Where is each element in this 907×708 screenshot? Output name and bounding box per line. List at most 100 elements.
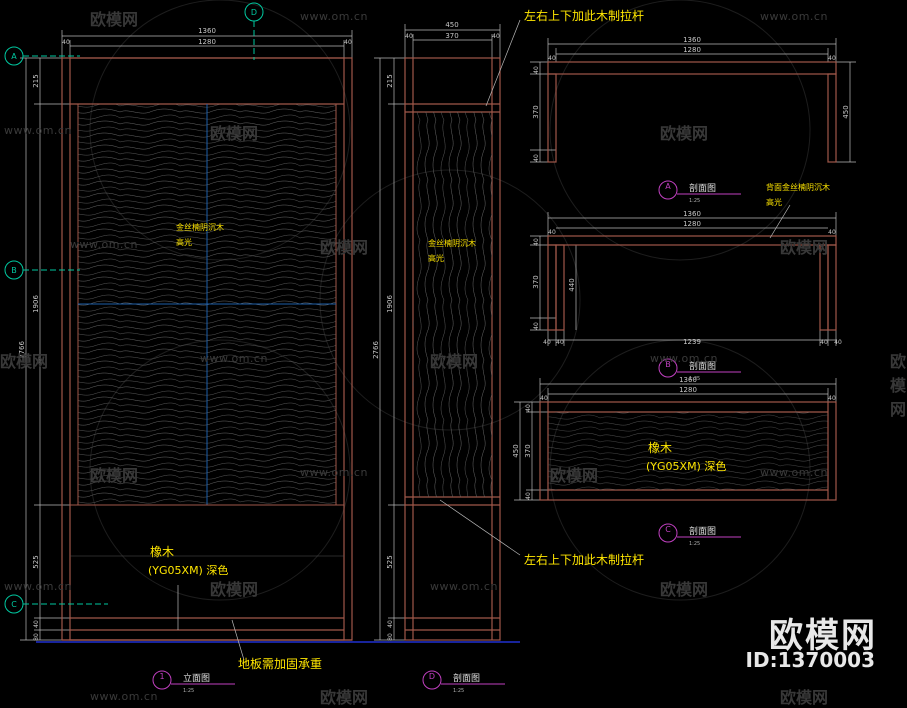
side-title: 剖面图 <box>453 672 480 684</box>
sec-b-scale: 1:25 <box>689 376 700 382</box>
watermark-logo: 欧模网 <box>660 580 709 599</box>
axis-markers <box>4 2 264 614</box>
brand-id: ID:1370003 <box>745 648 875 672</box>
sec-b-dim-edge-right: 40 <box>828 229 836 236</box>
watermark-url: www.om.cn <box>90 690 158 703</box>
side-dim-foot: 80 <box>387 633 394 641</box>
watermark-logo: 欧模网 <box>0 352 49 371</box>
watermark-logo: 欧模网 <box>90 10 139 29</box>
elev-panel-material: 金丝楠阴沉木 <box>176 222 224 232</box>
sec-a-dim-right: 450 <box>842 105 850 118</box>
section-c-view <box>514 378 837 501</box>
side-dim-inner-depth: 370 <box>445 32 458 40</box>
side-dim-panel: 1906 <box>386 295 394 313</box>
watermark-logo: 欧模网 <box>210 124 259 143</box>
sec-a-dim-total: 1360 <box>683 36 701 44</box>
side-title-number: D <box>429 672 435 681</box>
elev-dim-plinth: 40 <box>33 620 40 628</box>
watermark-logo: 欧模网 <box>90 466 139 485</box>
side-dim-edge-left: 40 <box>405 33 413 40</box>
side-rod-note-bottom: 左右上下加此木制拉杆 <box>524 552 644 567</box>
sec-b-dim-bottom-2: 40 <box>556 339 564 346</box>
elev-dim-inner-width: 1280 <box>198 38 216 46</box>
sec-c-dim-edge-left: 40 <box>540 395 548 402</box>
sec-b-dim-inner-height: 440 <box>568 278 576 291</box>
watermark-url: www.om.cn <box>70 238 138 251</box>
sec-c-dim-edge-right: 40 <box>828 395 836 402</box>
watermark-url: www.om.cn <box>4 124 72 137</box>
axis-marker-a: A <box>11 52 17 61</box>
sec-c-dim-total-height: 450 <box>512 444 520 457</box>
watermark-url: www.om.cn <box>650 352 718 365</box>
sec-b-dim-mid: 370 <box>532 275 540 288</box>
watermark-url: www.om.cn <box>4 580 72 593</box>
sec-c-material: 橡木 <box>648 441 672 455</box>
watermark-url: www.om.cn <box>430 580 498 593</box>
side-panel-finish: 高光 <box>428 253 444 263</box>
elev-title: 立面图 <box>183 672 210 684</box>
view-title-circles <box>152 180 741 690</box>
sec-c-dim-top: 40 <box>525 404 532 412</box>
side-panel-material: 金丝楠阴沉木 <box>428 238 476 248</box>
sec-c-title-number: C <box>665 525 671 534</box>
elev-dim-edge-right: 40 <box>344 39 352 46</box>
side-scale: 1:25 <box>453 688 464 694</box>
elev-scale: 1:25 <box>183 688 194 694</box>
watermark-logo: 欧模网 <box>780 238 829 257</box>
sec-b-dim-inner: 1280 <box>683 220 701 228</box>
side-dim-depth: 450 <box>445 21 458 29</box>
section-a-view <box>530 38 856 163</box>
elev-panel-finish: 高光 <box>176 237 192 247</box>
watermark-logo: 欧模网 <box>550 466 599 485</box>
watermark-logo: 欧模网 <box>320 238 369 257</box>
elev-dim-total-width: 1360 <box>198 27 216 35</box>
sec-a-title-number: A <box>665 182 671 191</box>
sec-b-dim-top: 40 <box>533 238 540 246</box>
sec-b-dim-bottom-1: 40 <box>543 339 551 346</box>
axis-marker-b: B <box>11 266 17 275</box>
sec-a-scale: 1:25 <box>689 198 700 204</box>
sec-a-dim-bottom: 40 <box>533 154 540 162</box>
side-dim-top-rail: 215 <box>386 74 394 87</box>
axis-marker-c: C <box>11 600 17 609</box>
axis-marker-d: D <box>251 8 257 17</box>
elev-floor-note: 地板需加固承重 <box>238 657 322 671</box>
sec-b-dim-bottom-4: 40 <box>820 339 828 346</box>
side-dim-plinth: 40 <box>387 620 394 628</box>
sec-a-dim-mid: 370 <box>532 105 540 118</box>
sec-c-finish: (YG05XM) 深色 <box>646 459 726 473</box>
watermark-url: www.om.cn <box>300 466 368 479</box>
sec-c-dim-total: 1360 <box>679 376 697 384</box>
sec-b-dim-bottom-5: 40 <box>834 339 842 346</box>
watermark-logo: 欧模网 <box>210 580 259 599</box>
elev-base-material: 橡木 <box>150 545 174 559</box>
elev-base-finish: (YG05XM) 深色 <box>148 563 228 577</box>
sec-b-back-material: 背面金丝楠阴沉木 <box>766 182 830 192</box>
watermark-url: www.om.cn <box>760 466 828 479</box>
sec-b-back-finish: 高光 <box>766 197 782 207</box>
elev-dim-total-height: 2766 <box>18 341 26 359</box>
elev-dim-edge-left: 40 <box>62 39 70 46</box>
watermark-url: www.om.cn <box>200 352 268 365</box>
sec-b-title-number: B <box>665 360 671 369</box>
watermark-url: www.om.cn <box>760 10 828 23</box>
section-b-view <box>530 204 837 346</box>
elev-dim-foot: 80 <box>33 633 40 641</box>
watermark-logo: 欧模网 <box>430 352 479 371</box>
watermark-logo: 欧模网 <box>890 352 907 419</box>
elevation-view <box>20 30 520 661</box>
watermark-logo: 欧模网 <box>780 688 829 707</box>
watermark-logo: 欧模网 <box>660 124 709 143</box>
side-dim-total-height: 2766 <box>372 341 380 359</box>
sec-b-dim-total: 1360 <box>683 210 701 218</box>
sec-a-title: 剖面图 <box>689 182 716 194</box>
side-rod-note-top: 左右上下加此木制拉杆 <box>524 8 644 23</box>
sec-b-dim-bottom-3: 1239 <box>683 338 701 346</box>
sec-a-dim-top: 40 <box>533 66 540 74</box>
side-dim-edge-right: 40 <box>492 33 500 40</box>
elev-dim-top-rail: 215 <box>32 74 40 87</box>
sec-b-title: 剖面图 <box>689 360 716 372</box>
elev-dim-panel: 1906 <box>32 295 40 313</box>
sec-c-dim-mid: 370 <box>524 444 532 457</box>
sec-a-dim-inner: 1280 <box>683 46 701 54</box>
